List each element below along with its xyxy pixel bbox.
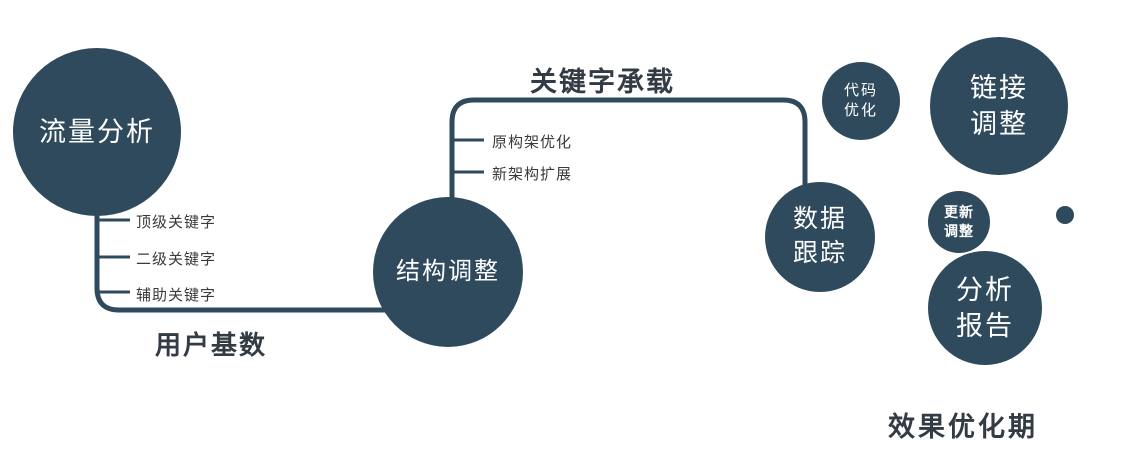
dot-marker [1056,206,1074,224]
branch-label-orig-architecture: 原构架优化 [492,134,573,151]
edge-label-keyword-bearing: 关键字承载 [530,67,675,97]
node-code-optimization: 代码 优化 [822,62,900,140]
branch-label-new-architecture: 新架构扩展 [492,166,573,183]
node-link-adjustment: 链接 调整 [930,37,1068,175]
caption-effect-optimization-period: 效果优化期 [888,412,1038,442]
edge-user-base-line [94,190,400,313]
edge-keyword-bearing-line [449,97,808,210]
node-data-tracking: 数据 跟踪 [765,182,875,292]
node-analysis-report: 分析 报告 [928,251,1042,365]
node-update-adjustment: 更新 调整 [928,191,990,253]
node-structure-adjustment: 结构调整 [373,197,523,347]
node-traffic-analysis: 流量分析 [13,48,181,216]
branch-label-aux-keyword: 辅助关键字 [136,287,217,304]
branch-label-top-keyword: 顶级关键字 [136,214,217,231]
branch-label-second-keyword: 二级关键字 [136,251,217,268]
edge-label-user-base: 用户基数 [155,330,268,360]
